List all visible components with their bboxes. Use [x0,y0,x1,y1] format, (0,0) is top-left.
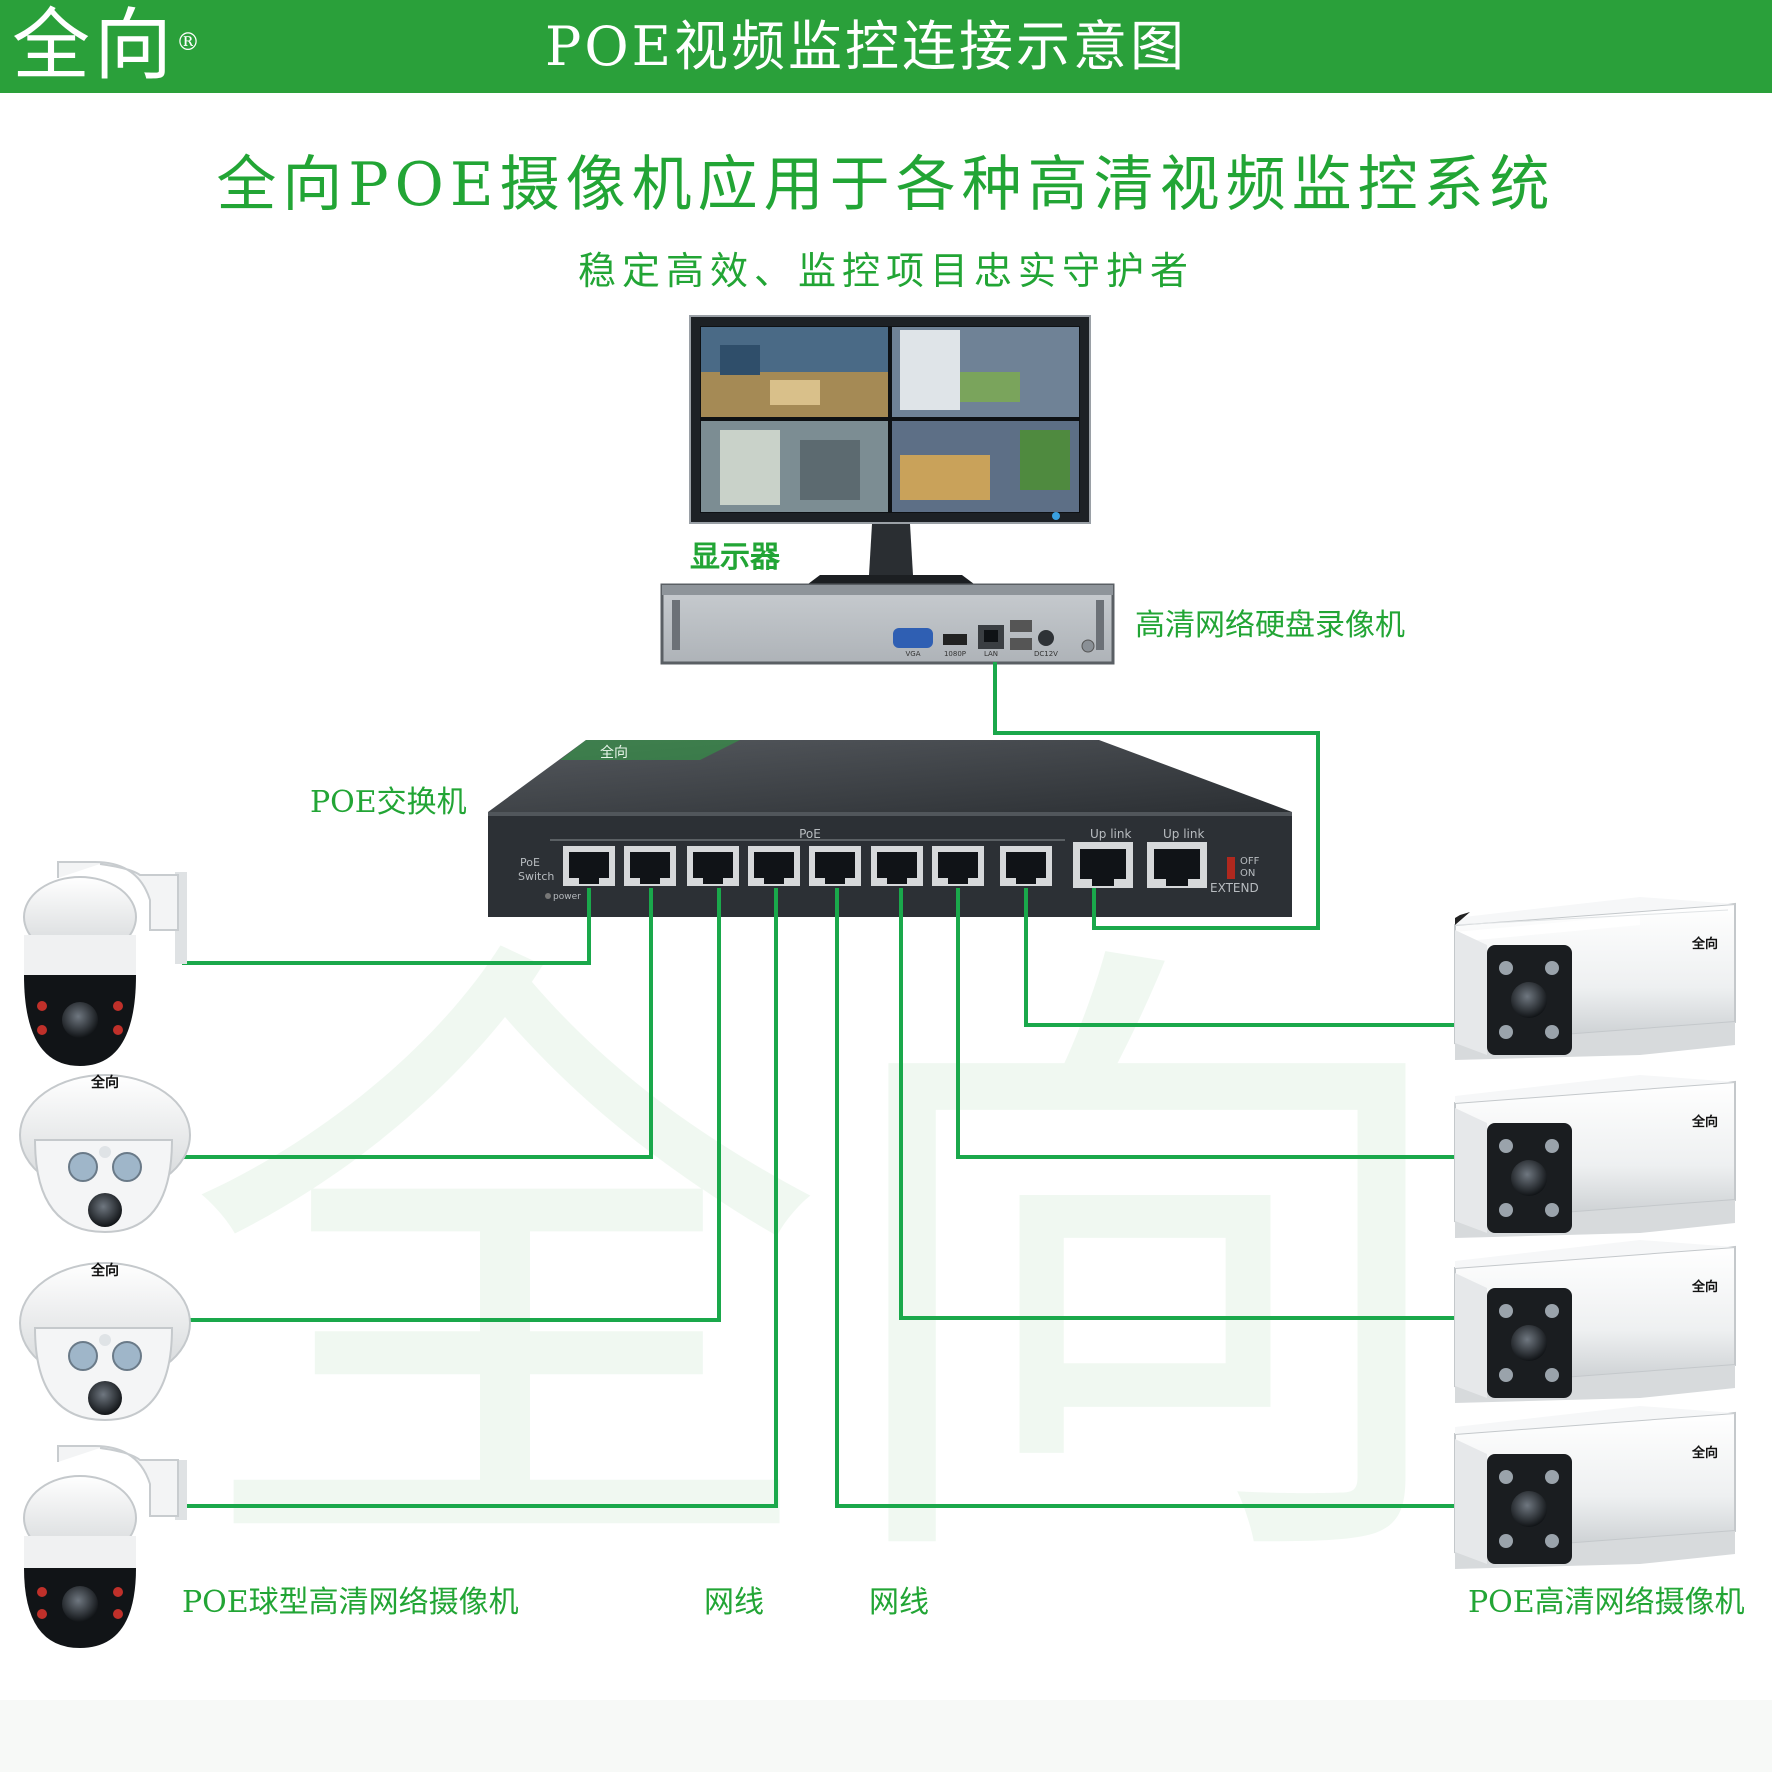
extend-text: EXTEND [1210,881,1259,895]
dome-camera-2: 全向 [19,1262,191,1422]
bottom-band [0,1700,1772,1772]
hdmi-label: 1080P [944,650,966,658]
cable-port1-ptz-top [182,888,591,965]
switch-power-text: power [553,892,581,902]
cable-label-right: 网线 [869,1585,929,1620]
bullet-camera-4: 全向 [1454,1406,1736,1569]
nvr-lan-port: LAN [978,625,1004,658]
cable-port6-bullet-3 [899,888,1486,1320]
bullet-camera-2: 全向 [1454,1075,1736,1238]
switch-port-4 [748,846,800,886]
switch-poe-text: PoE [799,827,821,841]
switch-label: POE交换机 [310,785,467,820]
switch-port-3 [687,846,739,886]
switch-port-6 [871,846,923,886]
brand-logo: 全向® [12,0,204,93]
cable-port4-ptz-bottom [182,888,778,1508]
cable-port2-dome-1 [182,888,653,1159]
dome-brand-1: 全向 [90,1074,119,1091]
switch-side-text-1: PoE [520,856,540,869]
monitor-label: 显示器 [690,540,781,575]
off-text: OFF [1240,856,1260,867]
cable-port8-bullet-1 [1024,888,1486,1027]
bullet-camera-3: 全向 [1454,1240,1736,1403]
on-text: ON [1240,868,1255,879]
bullet-camera-1: 全向 [1454,897,1736,1060]
dome-camera-1: 全向 [19,1074,191,1234]
switch-port-5 [809,846,861,886]
cable-port5-bullet-4 [835,888,1486,1508]
bullet-brand-3: 全向 [1691,1279,1718,1295]
nvr-hdmi-port: 1080P [943,634,967,658]
monitor-screen [701,327,1079,512]
dome-camera-label: POE球型高清网络摄像机 [182,1585,519,1620]
monitor [689,315,1091,590]
switch-brand: 全向 [600,744,628,761]
lan-label: LAN [984,650,998,658]
registered-mark: ® [176,28,205,56]
nvr-device: VGA 1080P LAN DC12V [660,583,1115,665]
ptz-camera-bottom [23,1445,187,1648]
nvr-label: 高清网络硬盘录像机 [1135,608,1405,643]
cable-port7-bullet-2 [956,888,1486,1159]
watermark-text: 全向 [185,896,1465,1641]
dc-label: DC12V [1034,650,1058,658]
switch-port-8 [1000,846,1052,886]
switch-port-1 [563,846,615,886]
dome-brand-2: 全向 [90,1262,119,1279]
uplink-label-1: Up link [1090,827,1131,841]
bullet-brand-4: 全向 [1691,1445,1718,1461]
subheadline: 稳定高效、监控项目忠实守护者 [577,249,1194,293]
cable-uplink-to-nvr [993,662,1320,930]
extend-switch: OFF ON EXTEND [1210,856,1260,895]
bullet-brand-2: 全向 [1691,1114,1718,1130]
cable-port3-dome-2 [182,888,721,1322]
headline: 全向POE摄像机应用于各种高清视频监控系统 [216,150,1556,220]
poe-switch: 全向 PoE Switch PoE Up link Up link power … [488,740,1292,917]
switch-side-text-2: Switch [518,870,554,883]
ptz-camera-top [23,861,187,1066]
switch-port-7 [932,846,984,886]
nvr-vga-port: VGA [893,628,933,658]
nvr-dc-port: DC12V [1034,630,1058,658]
bullet-brand-1: 全向 [1691,936,1718,952]
switch-uplink-port-1 [1073,842,1133,888]
switch-uplink-port-2 [1147,842,1207,888]
nvr-usb-ports [1010,620,1032,650]
cable-label-left: 网线 [704,1585,764,1620]
vga-label: VGA [905,650,920,658]
switch-port-2 [624,846,676,886]
brand-text: 全向 [12,1,177,91]
uplink-label-2: Up link [1163,827,1204,841]
header-bar: 全向® POE视频监控连接示意图 [0,0,1772,93]
page-title: POE视频监控连接示意图 [545,15,1188,78]
bullet-camera-label: POE高清网络摄像机 [1468,1585,1745,1620]
network-cables [182,662,1486,1508]
